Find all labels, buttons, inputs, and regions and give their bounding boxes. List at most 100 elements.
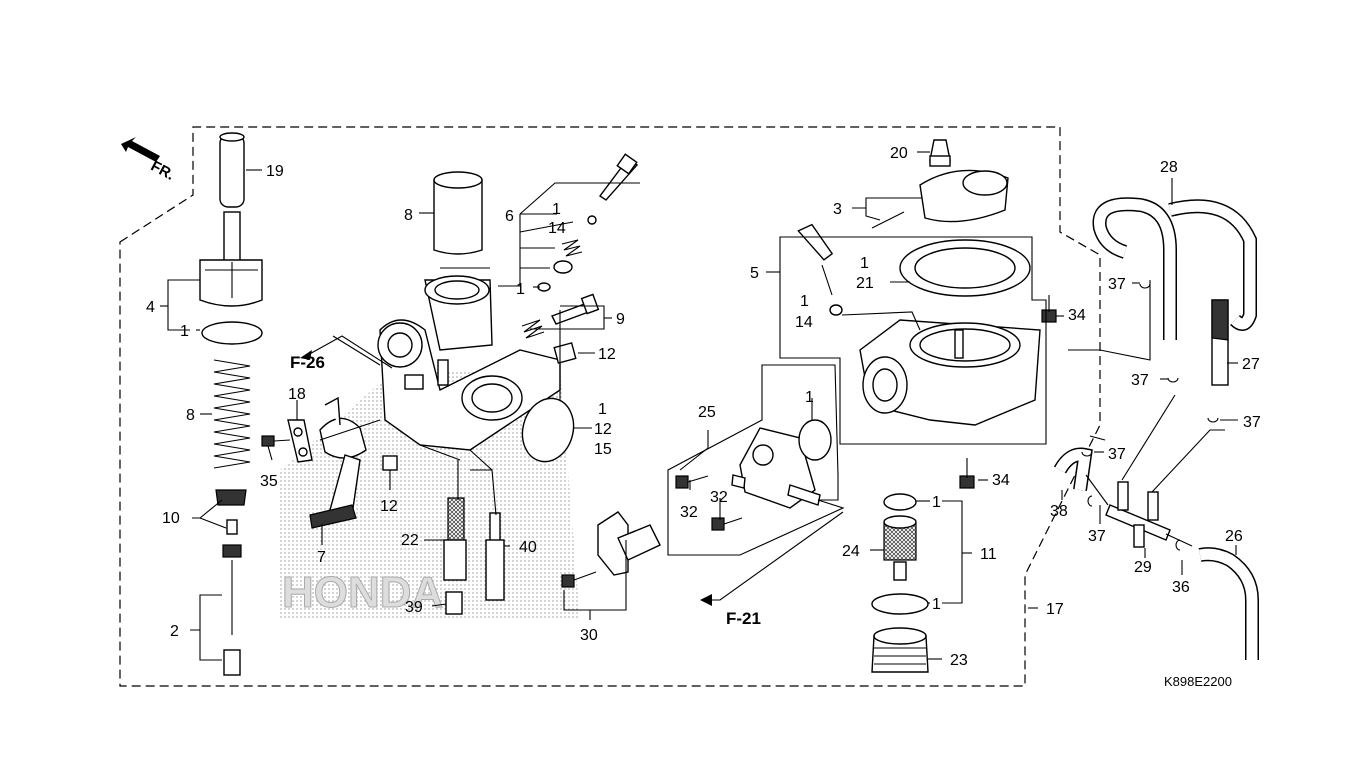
float-pin-part [871, 211, 905, 229]
callout-9: 9 [616, 311, 625, 328]
clip-part [553, 342, 577, 364]
callout-14: 14 [548, 220, 566, 237]
main-jet-part [445, 591, 463, 615]
drain-gasket-part [871, 593, 929, 615]
assembly-outline [119, 126, 1101, 687]
callout-5: 5 [750, 265, 759, 282]
callout-18: 18 [288, 386, 306, 403]
callout-1: 1 [805, 389, 814, 406]
float-valve-part [797, 223, 834, 296]
throttle-lever-part [309, 396, 367, 529]
float-chamber-gasket-21-part [899, 239, 1031, 297]
callout-1: 1 [180, 323, 189, 340]
callout-20: 20 [890, 145, 908, 162]
callout-32: 32 [680, 504, 698, 521]
callout-29: 29 [1134, 559, 1152, 576]
callout-37: 37 [1131, 372, 1149, 389]
callout-1: 1 [800, 293, 809, 310]
drain-o-ring-part [883, 493, 917, 511]
float-chamber-gasket-part [521, 397, 575, 463]
hose-28-part [1092, 197, 1257, 340]
ref-label-f21: F-21 [726, 609, 761, 628]
callout-37: 37 [1088, 528, 1106, 545]
diaphragm-cap-part [219, 132, 245, 208]
screw-32b-part [711, 517, 743, 531]
callout-6: 6 [505, 208, 514, 225]
callout-12: 12 [598, 346, 616, 363]
hose-26-part [1198, 547, 1259, 660]
callout-1: 1 [552, 201, 561, 218]
jet-needle-part [223, 560, 241, 676]
callout-32: 32 [710, 489, 728, 506]
three-way-joint-part [1105, 481, 1171, 548]
callout-15: 15 [594, 441, 612, 458]
callout-1: 1 [860, 255, 869, 272]
carburetor-body-part [377, 275, 561, 451]
front-direction-label: FR. [148, 157, 177, 183]
callout-39: 39 [405, 599, 423, 616]
callout-10: 10 [162, 510, 180, 527]
hose-38-part [1053, 447, 1093, 491]
screw-32a-part [675, 475, 709, 489]
drawing-code: K898E2200 [1164, 674, 1232, 689]
screw-34b-part [959, 458, 975, 489]
callout-1: 1 [932, 494, 941, 511]
throttle-stop-screw-part [521, 293, 600, 339]
callout-22: 22 [401, 532, 419, 549]
screw-35-part [261, 435, 291, 447]
callout-12: 12 [594, 421, 612, 438]
callout-1: 1 [932, 596, 941, 613]
callout-24: 24 [842, 543, 860, 560]
callout-1: 1 [516, 281, 525, 298]
auto-bystarter-part [731, 427, 821, 509]
callout-12: 12 [380, 498, 398, 515]
vacuum-chamber-sleeve-part [433, 171, 483, 255]
float-chamber-body-part [859, 319, 1041, 426]
lever-plate-part [287, 419, 313, 463]
o-ring-part [201, 321, 263, 345]
float-chamber-subassembly-box [779, 236, 1047, 445]
ref-label-f26: F-26 [290, 353, 325, 372]
callout-14: 14 [795, 314, 813, 331]
hose-27-part [1211, 299, 1229, 386]
needle-holder-part [215, 489, 247, 558]
bystarter-o-ring-part [798, 419, 832, 461]
callout-30: 30 [580, 627, 598, 644]
piston-spring-part [213, 359, 251, 469]
callout-26: 26 [1225, 528, 1243, 545]
callout-11: 11 [980, 546, 997, 563]
callout-37: 37 [1108, 276, 1126, 293]
callout-19: 19 [266, 163, 284, 180]
callout-8: 8 [186, 407, 195, 424]
callout-8: 8 [404, 207, 413, 224]
callout-38: 38 [1050, 503, 1068, 520]
cap-20-part [929, 139, 951, 167]
pilot-screw-spring-part [553, 239, 583, 274]
vacuum-piston-part [199, 211, 263, 307]
drain-cup-part [871, 627, 929, 673]
float-part [919, 169, 1009, 223]
callout-34: 34 [992, 472, 1010, 489]
leader-lines [160, 151, 1238, 661]
bystarter-subassembly-box [667, 364, 845, 556]
clip-12-part [382, 455, 398, 471]
callout-27: 27 [1242, 356, 1260, 373]
main-jet-holder-part [443, 497, 467, 581]
callout-37: 37 [1108, 446, 1126, 463]
carb-body-subassembly-box [319, 267, 561, 471]
ref-f21-arrow-icon [700, 511, 844, 606]
callout-4: 4 [146, 299, 155, 316]
callout-35: 35 [260, 473, 278, 490]
callout-34: 34 [1068, 307, 1086, 324]
ref-f26-arrow-icon [300, 335, 393, 369]
callout-25: 25 [698, 404, 716, 421]
callout-40: 40 [519, 539, 537, 556]
callout-23: 23 [950, 652, 968, 669]
callout-36: 36 [1172, 579, 1190, 596]
callout-1: 1 [598, 401, 607, 418]
fuel-strainer-part [883, 515, 917, 581]
front-direction-arrow-icon [121, 137, 160, 162]
callout-17: 17 [1046, 601, 1064, 618]
callout-7: 7 [317, 549, 326, 566]
